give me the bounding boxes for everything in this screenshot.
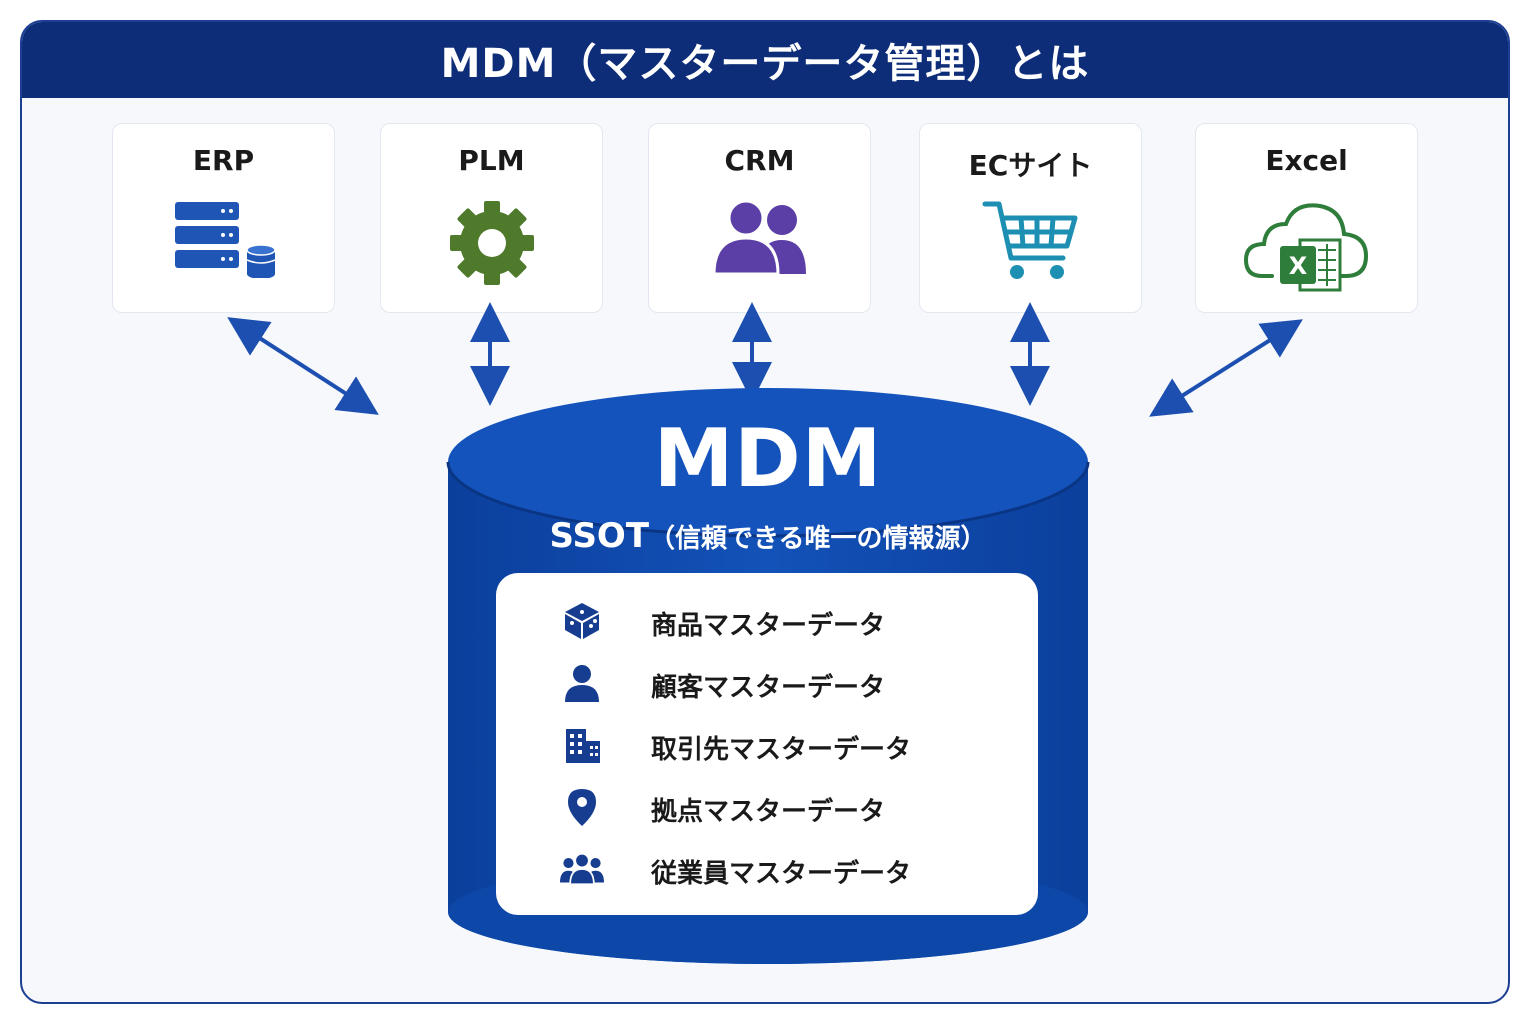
ssot-label: SSOT — [549, 516, 650, 556]
ssot-description: （信頼できる唯一の情報源） — [649, 524, 987, 554]
master-data-panel: 商品マスターデータ 顧客マスターデータ 取引先 — [496, 573, 1038, 915]
excel-cloud-icon: X — [1243, 203, 1368, 292]
system-label-erp: ERP — [192, 144, 255, 177]
location-pin-icon — [568, 789, 596, 826]
ssot-subtitle: SSOT（信頼できる唯一の情報源） — [448, 516, 1088, 556]
gear-icon — [449, 201, 534, 285]
header-bar: MDM（マスターデータ管理）とは — [22, 22, 1508, 98]
system-label-excel: Excel — [1265, 144, 1348, 177]
building-icon — [566, 729, 600, 763]
system-card-erp: ERP — [112, 123, 335, 313]
system-card-plm: PLM — [380, 123, 603, 313]
master-data-label: 顧客マスターデータ — [651, 673, 886, 703]
list-item: 従業員マスターデータ — [496, 847, 1038, 891]
master-data-label: 商品マスターデータ — [651, 611, 886, 641]
list-item: 拠点マスターデータ — [496, 785, 1038, 829]
product-box-icon — [565, 603, 599, 639]
svg-text:X: X — [1288, 252, 1307, 280]
master-data-label: 従業員マスターデータ — [651, 859, 912, 889]
system-card-ec: ECサイト — [919, 123, 1142, 313]
page-title: MDM（マスターデータ管理）とは — [440, 41, 1090, 87]
shopping-cart-icon — [982, 201, 1077, 279]
system-card-crm: CRM — [648, 123, 871, 313]
list-item: 取引先マスターデータ — [496, 723, 1038, 767]
users-icon — [711, 199, 806, 276]
system-label-ec: ECサイト — [968, 149, 1093, 182]
master-data-label: 取引先マスターデータ — [651, 735, 912, 765]
list-item: 商品マスターデータ — [496, 599, 1038, 643]
person-icon — [565, 665, 599, 702]
master-data-label: 拠点マスターデータ — [651, 797, 886, 827]
employees-group-icon — [560, 852, 604, 886]
list-item: 顧客マスターデータ — [496, 661, 1038, 705]
server-database-icon — [174, 202, 276, 278]
system-label-crm: CRM — [724, 144, 795, 177]
system-card-excel: Excel X — [1195, 123, 1418, 313]
system-label-plm: PLM — [458, 144, 525, 177]
mdm-title: MDM — [653, 412, 883, 505]
